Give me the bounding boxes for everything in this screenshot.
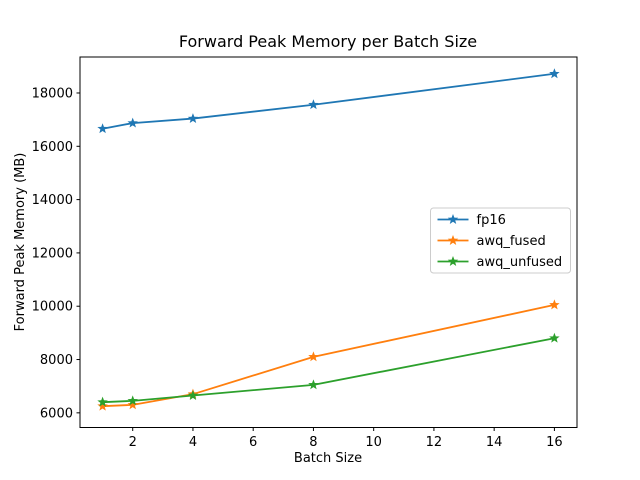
series-marker-awq_fused xyxy=(97,400,108,411)
legend-star-icon xyxy=(447,235,459,245)
y-tick-label: 18000 xyxy=(32,86,73,101)
series-marker-awq_unfused xyxy=(549,332,560,343)
plot-contents: 2 4 6 8 10 12 14 16 6000 8000 10000 12000 14000 16000… xyxy=(32,56,578,450)
legend-box xyxy=(430,207,571,274)
y-tick-label: 8000 xyxy=(40,353,73,368)
chart-title: Forward Peak Memory per Batch Size xyxy=(179,32,477,51)
x-tick-label: 8 xyxy=(309,435,317,450)
series-marker-awq_unfused xyxy=(187,390,199,400)
y-tick-label: 12000 xyxy=(32,246,73,261)
x-tick-label: 2 xyxy=(129,435,137,450)
legend-entry-awq_unfused: awq_unfused xyxy=(437,255,563,270)
series-marker-fp16 xyxy=(549,68,560,79)
x-tick-label: 10 xyxy=(365,435,382,450)
x-tick-label: 4 xyxy=(189,435,197,450)
series-marker-fp16 xyxy=(308,99,319,110)
series-marker-awq_unfused xyxy=(97,396,108,407)
series-marker-awq_fused xyxy=(308,351,319,362)
legend-entry-awq_fused: awq_fused xyxy=(437,234,546,249)
y-tick-label: 10000 xyxy=(32,300,73,315)
series-marker-fp16 xyxy=(187,113,199,124)
x-tick-label: 16 xyxy=(546,435,563,450)
series-marker-fp16 xyxy=(97,123,108,134)
x-tick-label: 12 xyxy=(426,435,443,450)
series-marker-awq_fused xyxy=(549,299,560,310)
series-marker-awq_unfused xyxy=(127,395,138,406)
x-axis-label: Batch Size xyxy=(294,451,362,466)
y-axis-label: Forward Peak Memory (MB) xyxy=(13,153,28,332)
legend-label: awq_unfused xyxy=(477,255,563,270)
x-tick-label: 6 xyxy=(249,435,257,450)
series-marker-awq_unfused xyxy=(308,379,319,390)
x-tick-label: 14 xyxy=(486,435,503,450)
y-tick-label: 14000 xyxy=(32,193,73,208)
legend-star-icon xyxy=(447,214,459,224)
series-line-awq_fused xyxy=(101,303,556,408)
y-tick-label: 16000 xyxy=(32,140,73,155)
y-tick-label: 6000 xyxy=(40,406,73,421)
legend-entry-fp16: fp16 xyxy=(437,213,506,228)
series-marker-awq_fused xyxy=(127,399,138,410)
legend-label: fp16 xyxy=(477,213,506,228)
series-line-awq_unfused xyxy=(101,337,556,404)
series-marker-fp16 xyxy=(127,117,138,128)
series-line-fp16 xyxy=(101,72,556,130)
legend-star-icon xyxy=(447,256,459,266)
axes-spines xyxy=(79,56,578,428)
legend-label: awq_fused xyxy=(477,234,546,249)
